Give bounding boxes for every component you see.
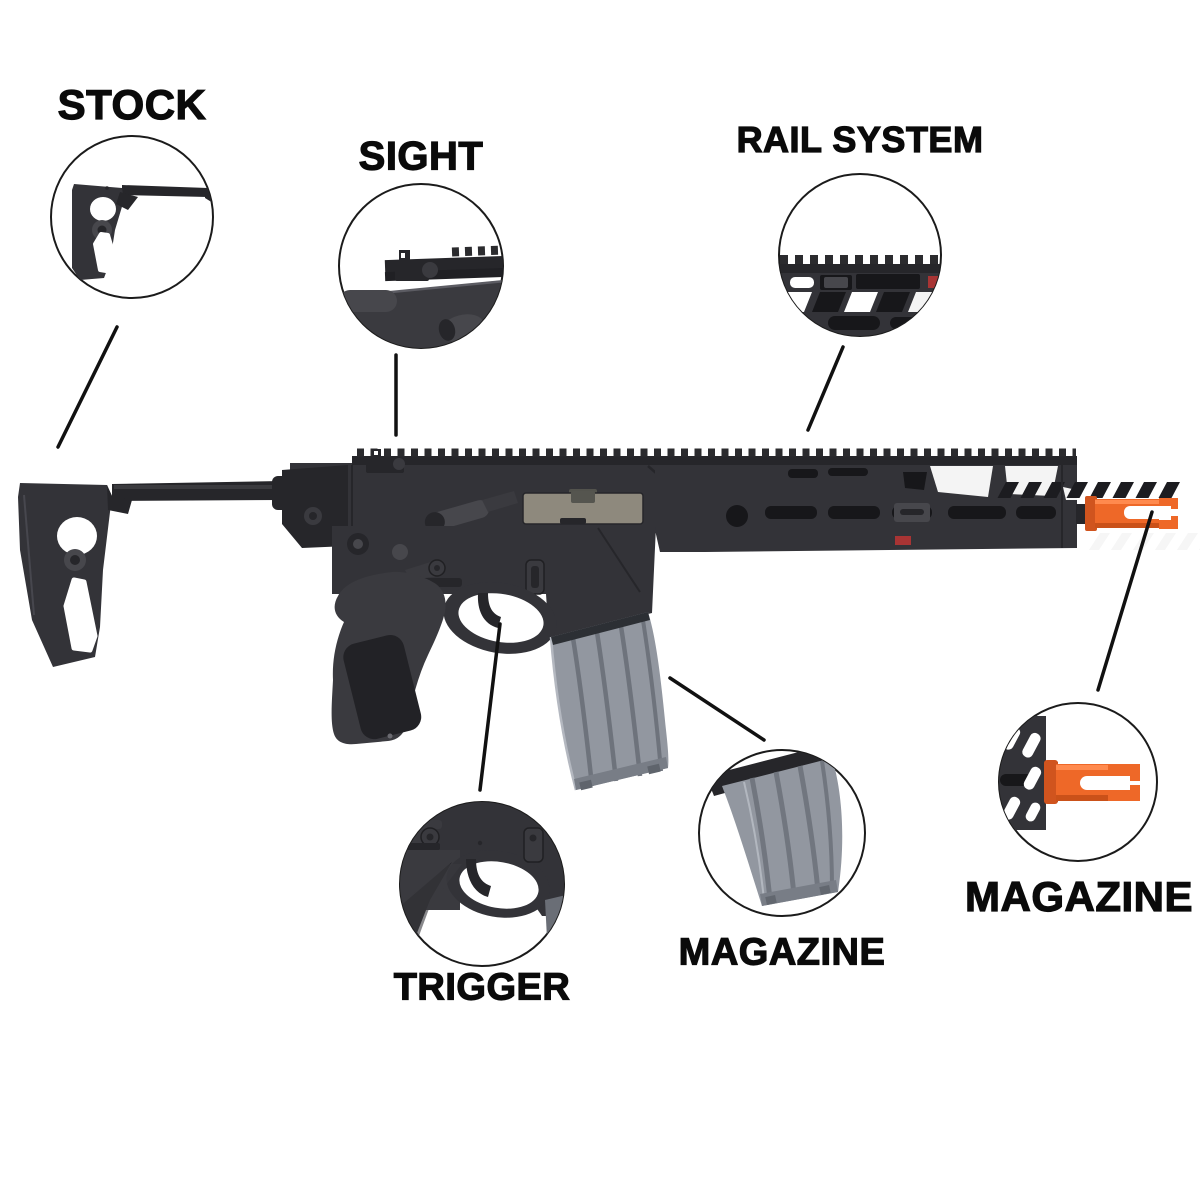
magazine-leader-line	[668, 676, 766, 742]
magazine-inset-detail	[706, 750, 843, 906]
sight-inset-detail	[339, 245, 503, 348]
rifle-illustration	[18, 448, 1200, 791]
trigger-label: TRIGGER	[393, 966, 571, 1009]
stock-inset-detail	[72, 184, 213, 280]
rifle-handle-arm	[482, 491, 518, 512]
rifle-top-rail	[352, 448, 1077, 465]
rifle-trigger	[477, 593, 501, 628]
rail-system-leader-line	[806, 345, 845, 432]
rail-system-inset-detail	[779, 255, 941, 336]
rifle-ejection-port-cover	[522, 489, 644, 525]
rifle-rear-sight	[366, 449, 405, 473]
magazine-label: MAGAZINE	[678, 931, 886, 974]
rifle-pistol-grip	[331, 571, 446, 745]
trigger-leader-line	[478, 622, 502, 792]
rifle-magazine	[549, 612, 669, 791]
barrel-leader-line	[1096, 510, 1154, 692]
stock-label: STOCK	[57, 80, 207, 128]
rifle-flash-hider	[1076, 496, 1178, 531]
sight-label: SIGHT	[358, 134, 484, 179]
barrel-label: MAGAZINE	[964, 872, 1193, 920]
stock-leader-line	[56, 325, 119, 449]
rail-system-label: RAIL SYSTEM	[736, 118, 984, 160]
rifle-handguard	[655, 463, 1200, 552]
